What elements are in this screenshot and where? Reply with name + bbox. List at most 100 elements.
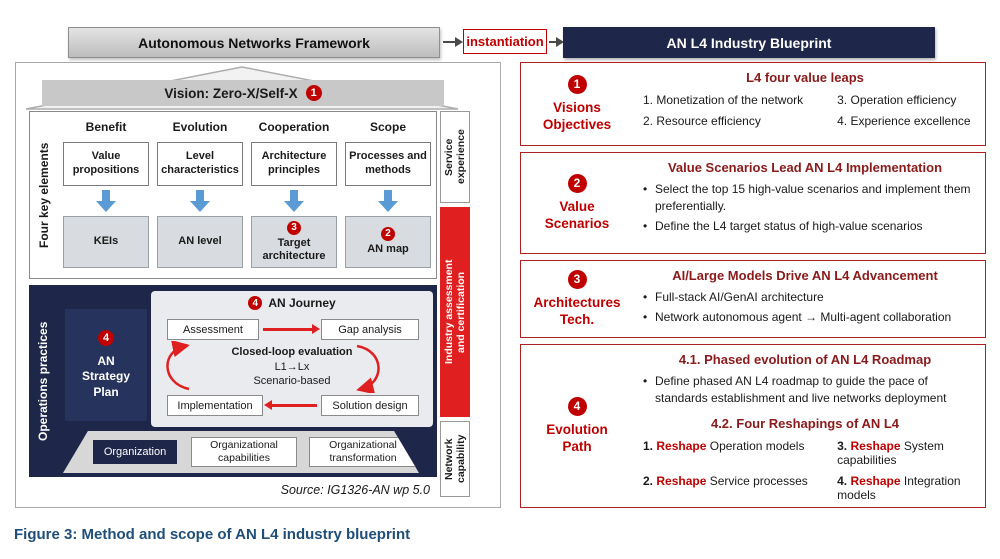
numbered-badge: 2 <box>381 227 395 242</box>
reshape-keyword: Reshape <box>656 439 707 453</box>
item-number: 4. <box>837 114 848 128</box>
section-visions-objectives: 1 Visions Objectives L4 four value leaps… <box>520 62 986 147</box>
blueprint-banner-label: AN L4 Industry Blueprint <box>666 34 832 51</box>
organizational-capabilities-box: Organizational capabilities <box>191 437 297 467</box>
numbered-badge: 3 <box>287 220 301 235</box>
section-title: AI/Large Models Drive AN L4 Advancement <box>672 268 938 284</box>
result-box: 3 Target architecture <box>251 216 337 268</box>
numbered-badge: 4 <box>98 329 114 346</box>
strategy-plan-label: AN Strategy Plan <box>81 353 131 399</box>
item-text: Operation models <box>709 439 805 453</box>
section-title: 4.1. Phased evolution of AN L4 Roadmap <box>678 352 932 368</box>
item-text: Service processes <box>709 474 808 488</box>
scenario-label: Scenario-based <box>253 375 331 387</box>
section-body: AI/Large Models Drive AN L4 Advancement … <box>633 261 985 337</box>
column-header: Benefit <box>85 120 127 134</box>
list-item: 2. Reshape Service processes <box>643 474 829 502</box>
operations-practices-box: Operations practices 4 AN Strategy Plan … <box>29 285 437 477</box>
section-body: 4.1. Phased evolution of AN L4 Roadmap D… <box>633 345 985 507</box>
implementation-box: Implementation <box>167 395 263 416</box>
list-item: 4. Experience excellence <box>837 114 975 128</box>
section-label-column: 3 Architectures Tech. <box>521 261 633 337</box>
item-number: 2. <box>643 114 654 128</box>
reshape-keyword: Reshape <box>656 474 707 488</box>
section-label: Visions Objectives <box>542 99 612 133</box>
list-item: 4. Reshape Integration models <box>837 474 975 502</box>
service-experience-bar: Service experience <box>440 111 470 203</box>
operations-practices-label: Operations practices <box>36 321 51 441</box>
list-item: 2. Resource efficiency <box>643 114 829 128</box>
result-label: Target architecture <box>262 236 326 262</box>
an-journey-title: 4 AN Journey <box>151 296 433 310</box>
list-item: 3. Reshape System capabilities <box>837 439 975 467</box>
section-body: L4 four value leaps 1. Monetization of t… <box>633 63 985 145</box>
numbered-badge: 4 <box>567 396 587 416</box>
down-arrow-icon <box>190 190 210 212</box>
bullet-item: Define the L4 target status of high-valu… <box>643 218 975 235</box>
down-arrow-icon <box>96 190 116 212</box>
section-label: Architectures Tech. <box>533 294 621 328</box>
column-header: Evolution <box>172 120 228 134</box>
numbered-badge: 3 <box>567 269 587 289</box>
an-journey-box: 4 AN Journey Assessment Gap analysis Clo… <box>151 291 433 427</box>
down-arrow-icon <box>284 190 304 212</box>
framework-column-evolution: Evolution Level characteristics AN level <box>154 112 246 278</box>
process-arrow-icon <box>263 324 320 333</box>
gap-analysis-box: Gap analysis <box>321 319 419 340</box>
organizational-transformation-box: Organizational transformation <box>309 437 417 467</box>
journey-title-label: AN Journey <box>268 296 336 310</box>
result-box: AN level <box>157 216 243 268</box>
flow-arrow-icon <box>443 37 463 47</box>
item-text: Resource efficiency <box>656 114 761 128</box>
four-key-elements-box: Four key elements Benefit Value proposit… <box>29 111 437 279</box>
solution-design-box: Solution design <box>321 395 419 416</box>
vision-title: Vision: Zero-X/Self-X <box>164 85 298 101</box>
section-evolution-path: 4 Evolution Path 4.1. Phased evolution o… <box>520 344 986 508</box>
cycle-arrow-left-icon <box>166 341 190 391</box>
four-key-elements-label: Four key elements <box>37 142 52 248</box>
blueprint-panel: 1 Visions Objectives L4 four value leaps… <box>520 62 986 508</box>
numbered-badge: 4 <box>248 296 263 310</box>
section-subtitle: 4.2. Four Reshapings of AN L4 <box>710 416 900 431</box>
numbered-badge: 1 <box>567 74 587 94</box>
result-box: 2 AN map <box>345 216 431 268</box>
section-label-column: 2 Value Scenarios <box>521 153 633 253</box>
section-label-column: 4 Evolution Path <box>521 345 633 507</box>
process-arrow-icon <box>264 400 317 409</box>
reshape-keyword: Reshape <box>850 474 901 488</box>
figure-caption: Figure 3: Method and scope of AN L4 indu… <box>14 526 411 543</box>
blueprint-banner: AN L4 Industry Blueprint <box>563 27 935 58</box>
item-text: Experience excellence <box>850 114 971 128</box>
reshape-list: 1. Reshape Operation models 2. Reshape S… <box>635 437 975 502</box>
element-box: Processes and methods <box>345 142 431 186</box>
section-value-scenarios: 2 Value Scenarios Value Scenarios Lead A… <box>520 152 986 255</box>
framework-column-benefit: Benefit Value propositions KEIs <box>60 112 152 278</box>
section-label: Value Scenarios <box>544 198 610 232</box>
item-number: 3. <box>837 439 848 453</box>
result-box: KEIs <box>63 216 149 268</box>
instantiation-box: instantiation <box>463 29 547 54</box>
framework-column-cooperation: Cooperation Architecture principles 3 Ta… <box>248 112 340 278</box>
item-text: Integration models <box>837 474 961 502</box>
list-item: 1. Monetization of the network <box>643 93 829 107</box>
assessment-box: Assessment <box>167 319 259 340</box>
an-strategy-plan: 4 AN Strategy Plan <box>65 309 147 421</box>
section-label: Evolution Path <box>546 421 608 455</box>
element-box: Value propositions <box>63 142 149 186</box>
organization-box: Organization <box>93 440 177 464</box>
section-architectures-tech: 3 Architectures Tech. AI/Large Models Dr… <box>520 260 986 339</box>
item-text: System capabilities <box>837 439 944 467</box>
down-arrow-icon <box>378 190 398 212</box>
section-title: L4 four value leaps <box>746 70 864 85</box>
closed-loop-label: Closed-loop evaluation <box>231 346 353 358</box>
item-number: 1. <box>643 439 654 453</box>
network-capability-bar: Network capability <box>440 421 470 497</box>
section-title: Value Scenarios Lead AN L4 Implementatio… <box>667 160 943 176</box>
bullet-item: Network autonomous agent → Multi-agent c… <box>643 309 975 326</box>
numbered-badge: 1 <box>305 85 322 101</box>
bullet-item: Select the top 15 high-value scenarios a… <box>643 181 975 215</box>
element-box: Architecture principles <box>251 142 337 186</box>
result-label: AN map <box>367 243 409 256</box>
item-number: 3. <box>837 93 848 107</box>
